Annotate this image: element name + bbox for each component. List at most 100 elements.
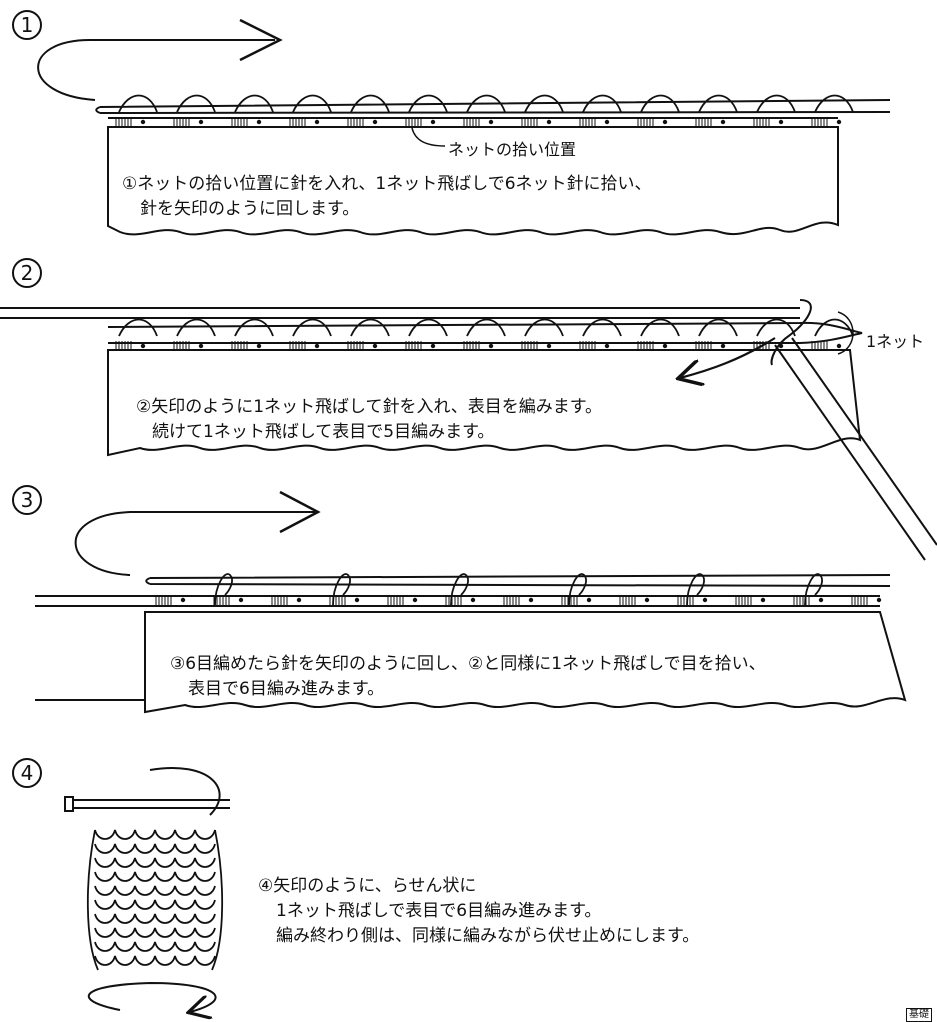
step3-text-line2: 表目で6目編み進みます。	[188, 679, 385, 699]
net-dot	[488, 119, 494, 125]
net-dot	[256, 343, 262, 349]
net-cell	[637, 94, 680, 127]
net-dot	[644, 597, 650, 603]
net-dot	[470, 597, 476, 603]
net-dot	[140, 119, 146, 125]
net-cell	[503, 595, 534, 605]
net-cell	[405, 94, 448, 127]
net-cell	[173, 94, 216, 127]
step2-net-row	[115, 318, 854, 351]
net-dot	[604, 119, 610, 125]
yarn-loop	[118, 94, 158, 113]
net-dot	[430, 119, 436, 125]
yarn-loop	[466, 94, 506, 113]
net-cell	[619, 595, 650, 605]
net-cell	[521, 94, 564, 127]
step1-net-row	[115, 94, 854, 127]
step3-fabric	[144, 611, 907, 714]
net-dot	[662, 119, 668, 125]
step3-stitch-hooks	[214, 573, 823, 606]
net-dot	[546, 343, 552, 349]
net-cell	[115, 94, 158, 127]
net-dot	[140, 343, 146, 349]
net-cell	[637, 318, 680, 351]
net-cell	[695, 94, 738, 127]
step4-text-line1: ④矢印のように、らせん状に	[258, 876, 477, 896]
net-cell	[387, 595, 418, 605]
step1-fabric	[107, 126, 839, 236]
step4-bottom-arrow	[87, 981, 217, 1012]
net-dot	[198, 343, 204, 349]
net-cell	[405, 318, 448, 351]
yarn-loop	[234, 318, 274, 337]
step1-text-line1: ①ネットの拾い位置に針を入れ、1ネット飛ばしで6ネット針に拾い、	[122, 174, 652, 194]
net-dot	[296, 597, 302, 603]
net-dot	[604, 343, 610, 349]
net-dot	[372, 119, 378, 125]
net-dot	[314, 119, 320, 125]
net-cell	[579, 94, 622, 127]
yarn-loop	[466, 318, 506, 337]
step3-needle	[145, 574, 891, 587]
step4-illustration	[64, 767, 230, 1012]
yarn-loop	[814, 318, 854, 337]
net-dot	[488, 343, 494, 349]
yarn-loop	[756, 318, 796, 337]
step1-callout-label: ネットの拾い位置	[448, 140, 577, 159]
net-cell	[155, 595, 186, 605]
net-dot	[836, 343, 842, 349]
stitch-row	[94, 941, 216, 952]
net-cell	[289, 94, 332, 127]
step4-knitted-tube	[86, 829, 224, 971]
net-dot	[256, 119, 262, 125]
stitch-row	[94, 927, 216, 938]
stitch-hook	[686, 573, 705, 606]
net-cell	[347, 94, 390, 127]
net-dot	[180, 597, 186, 603]
step4-needle	[64, 799, 230, 809]
net-cell	[463, 318, 506, 351]
yarn-loop	[524, 94, 564, 113]
net-cell	[753, 94, 796, 127]
net-dot	[372, 343, 378, 349]
step2-illustration	[0, 299, 937, 561]
stitch-hook	[568, 573, 587, 606]
net-cell	[231, 318, 274, 351]
stitch-row	[94, 913, 216, 924]
net-cell	[231, 94, 274, 127]
net-cell	[173, 318, 216, 351]
step1-text-line2: 針を矢印のように回します。	[140, 199, 360, 219]
yarn-loop	[698, 94, 738, 113]
step3-turn-arrow	[74, 511, 315, 576]
step2-text-line2: 続けて1ネット飛ばして表目で5目編みます。	[152, 422, 495, 442]
net-dot	[238, 597, 244, 603]
yarn-loop	[640, 318, 680, 337]
net-cell	[115, 318, 158, 351]
step1-number: 1	[12, 10, 42, 40]
step4-spiral-arrow	[149, 767, 221, 816]
net-cell	[561, 595, 592, 605]
yarn-loop	[292, 318, 332, 337]
net-dot	[546, 119, 552, 125]
yarn-loop	[350, 318, 390, 337]
net-cell	[811, 318, 854, 351]
stitch-row	[94, 829, 216, 840]
yarn-loop	[524, 318, 564, 337]
net-dot	[760, 597, 766, 603]
yarn-loop	[408, 318, 448, 337]
yarn-loop	[118, 318, 158, 337]
net-cell	[811, 94, 854, 127]
yarn-loop	[350, 94, 390, 113]
stitch-hook	[332, 573, 351, 606]
yarn-loop	[640, 94, 680, 113]
stitch-row	[94, 899, 216, 910]
net-dot	[778, 343, 784, 349]
net-dot	[720, 343, 726, 349]
net-dot	[662, 343, 668, 349]
net-dot	[198, 119, 204, 125]
corner-tag: 基礎	[906, 1008, 932, 1022]
stitch-row	[94, 857, 216, 868]
step3-number: 3	[12, 485, 42, 515]
tube-edge	[86, 829, 224, 971]
